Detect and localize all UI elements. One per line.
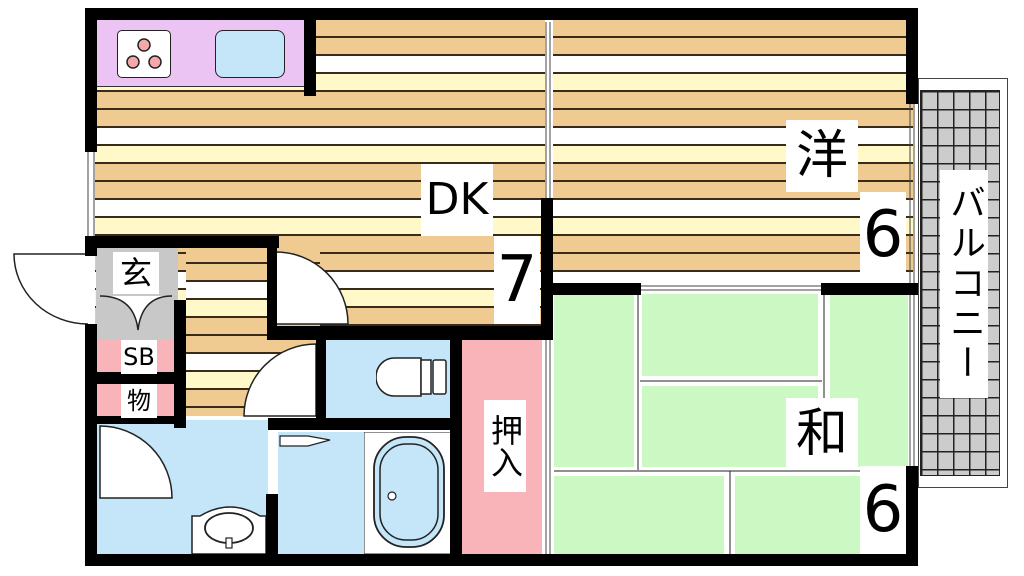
sink-icon [215,30,285,78]
wall [906,466,918,566]
wall [85,8,918,20]
wall [267,326,553,340]
closet-label: 押入 [484,400,526,492]
japanese-room-label: 和 [786,398,858,470]
wall [316,336,326,428]
washbasin-icon [190,502,268,555]
wall [88,416,184,424]
wall [821,283,918,295]
tatami-mat [642,294,818,376]
wall [85,324,97,566]
western-room-label: 洋 [786,120,858,192]
storage-label: 物 [121,384,157,418]
toilet-icon [375,356,448,398]
wall [174,300,186,428]
dk-size: 7 [494,236,540,324]
balcony-label: バルコニー [940,170,988,398]
wall [85,236,279,248]
wall [85,554,918,566]
entrance-label: 玄 [113,252,159,294]
dk-label: DK [421,164,493,236]
wall [304,18,316,96]
western-room-size: 6 [860,192,906,278]
stove-icon [117,30,171,78]
wall [450,336,462,562]
tatami-mat [554,476,724,554]
tatami-mat [554,294,634,467]
bathtub-icon [363,431,453,555]
wall [541,283,641,295]
shoe-box-label: SB [121,340,157,374]
wall [85,8,97,152]
wall [88,372,184,384]
wall [267,246,277,332]
wall [906,8,918,104]
japanese-room-size: 6 [860,466,906,554]
wall [268,418,456,430]
wall [541,198,553,340]
wall [266,494,278,564]
